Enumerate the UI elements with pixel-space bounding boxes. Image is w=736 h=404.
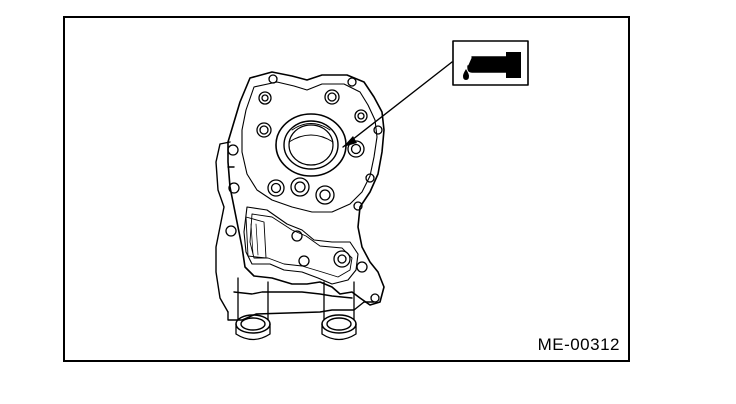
figure-frame: ME-00312	[63, 16, 630, 362]
oil-can-icon	[452, 40, 529, 86]
figure-code: ME-00312	[537, 335, 620, 354]
bolt-holes	[225, 74, 383, 303]
outlet-pipes	[235, 277, 357, 341]
oil-pump-diagram	[215, 40, 529, 341]
gear-bore	[275, 113, 347, 177]
oil-pump-housing	[215, 71, 385, 321]
leader-arrow	[342, 61, 453, 148]
